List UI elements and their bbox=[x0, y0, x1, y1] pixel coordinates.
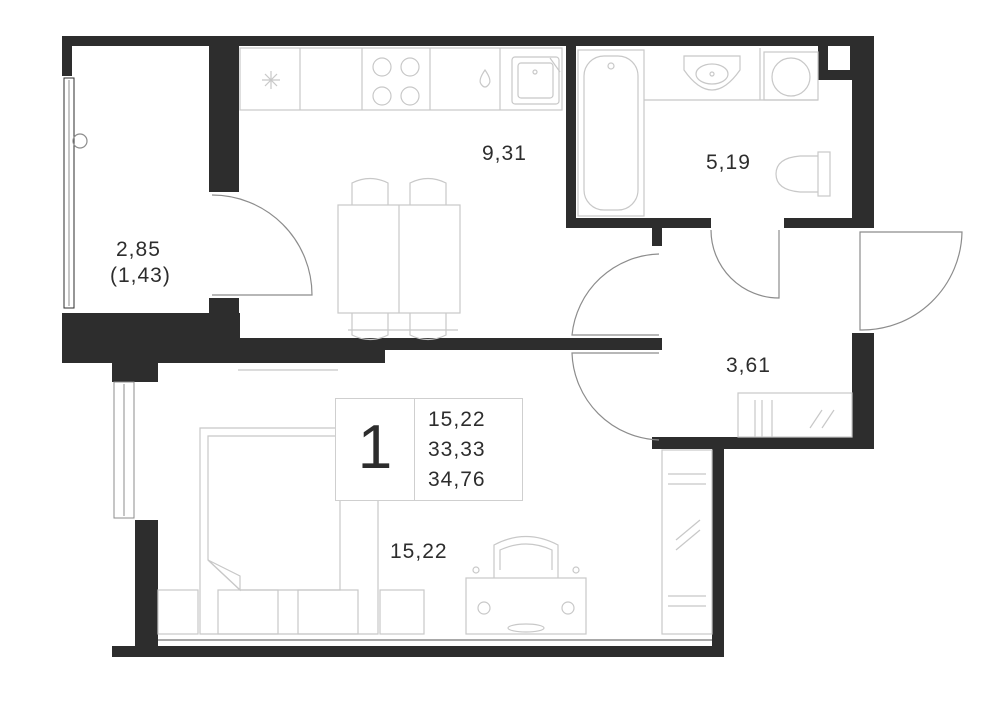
bathtub bbox=[577, 49, 645, 217]
kitchen-area: 9,31 bbox=[482, 142, 527, 165]
apartment-summary: 1 15,22 33,33 34,76 bbox=[335, 398, 523, 501]
bathroom-area: 5,19 bbox=[706, 151, 751, 174]
living-room-area: 15,22 bbox=[390, 540, 448, 563]
bed bbox=[207, 435, 341, 591]
toilet-icon bbox=[775, 151, 831, 197]
wall-balcony-left-top bbox=[62, 36, 72, 76]
fridge-icon bbox=[262, 71, 280, 89]
bathroom-fixtures bbox=[577, 48, 831, 217]
room-count: 1 bbox=[357, 413, 393, 482]
wall-stub bbox=[652, 218, 662, 246]
dishwasher-icon bbox=[479, 68, 491, 88]
washing-machine-icon bbox=[763, 51, 819, 101]
hallway-closet bbox=[737, 392, 853, 438]
desk bbox=[465, 536, 587, 635]
hallway-area: 3,61 bbox=[726, 354, 771, 377]
windows bbox=[63, 77, 712, 641]
wardrobe bbox=[661, 449, 713, 635]
wall-bottom bbox=[112, 646, 724, 657]
stove-icon bbox=[372, 57, 420, 106]
living-area: 15,22 bbox=[428, 408, 486, 431]
wall-bathroom-bottom-left bbox=[566, 218, 711, 228]
wall-living-right bbox=[712, 445, 724, 657]
balcony-area-reduced: (1,43) bbox=[110, 264, 171, 287]
walls bbox=[62, 36, 874, 657]
kitchen-sink-icon bbox=[511, 56, 561, 105]
dining-chairs bbox=[348, 177, 458, 341]
living-room-furniture bbox=[157, 369, 713, 635]
wall-living-left-top bbox=[112, 340, 158, 382]
wall-balcony-kitchen-upper bbox=[209, 36, 239, 192]
kitchen-furniture bbox=[239, 47, 563, 341]
wall-bathroom-left bbox=[566, 36, 576, 228]
bed-outline bbox=[199, 427, 379, 635]
wall-hallway-bottom bbox=[652, 437, 874, 449]
summary-divider bbox=[414, 399, 415, 500]
wall-right-lower bbox=[852, 333, 874, 449]
wall-living-left-bottom bbox=[135, 520, 158, 657]
kitchen-counter bbox=[239, 47, 563, 111]
total-area-with-balcony: 34,76 bbox=[428, 468, 486, 491]
doors bbox=[211, 194, 963, 441]
summary-areas: 15,22 33,33 34,76 bbox=[428, 405, 486, 495]
wall-kitchen-living bbox=[230, 338, 662, 350]
wall-top bbox=[62, 36, 874, 46]
washbasin-icon bbox=[683, 55, 741, 91]
wall-right-upper bbox=[852, 36, 874, 228]
total-area: 33,33 bbox=[428, 438, 486, 461]
balcony-area: 2,85 bbox=[116, 238, 161, 261]
vent-shaft-inner bbox=[828, 46, 850, 70]
wall-bathroom-bottom-right bbox=[784, 218, 874, 228]
